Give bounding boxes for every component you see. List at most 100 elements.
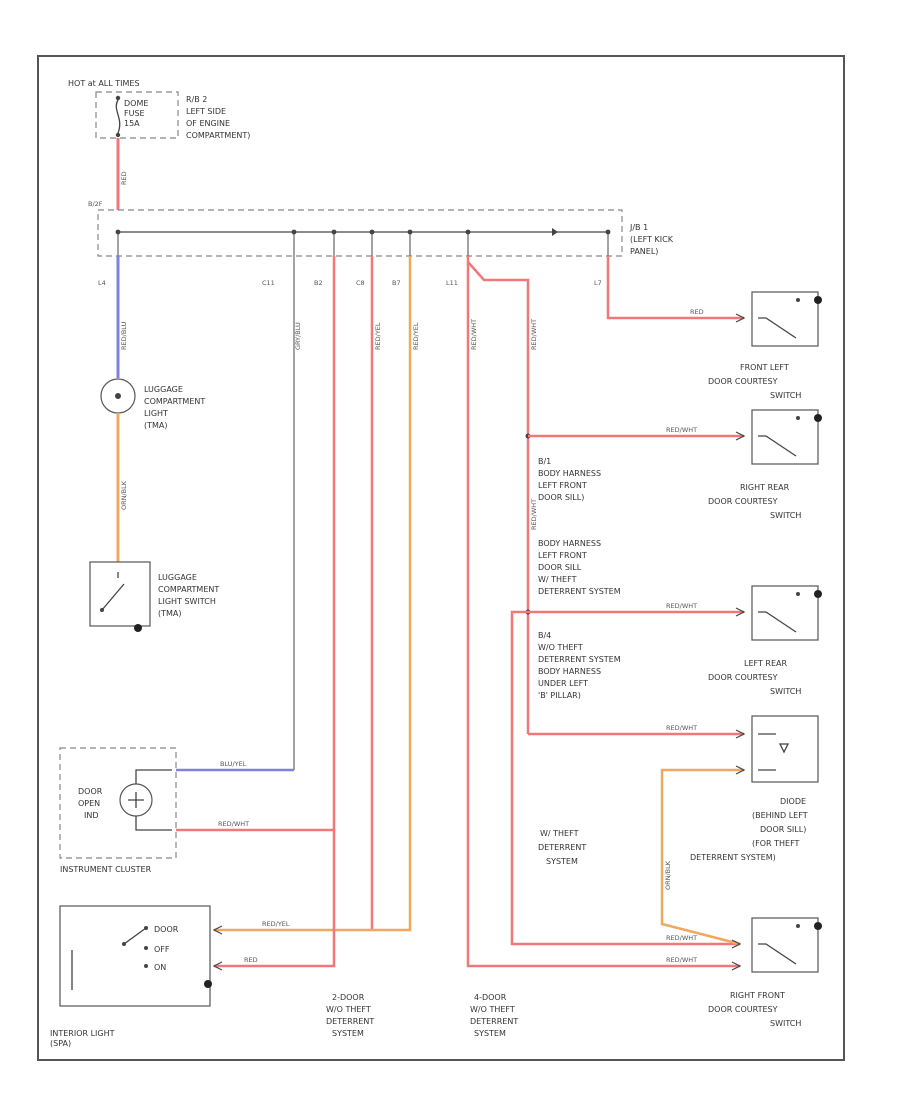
interior-light-code: (SPA) — [50, 1039, 71, 1048]
wire-label-redwht-rr: RED/WHT — [666, 426, 697, 434]
wire-label-redwht-indicator: RED/WHT — [218, 820, 249, 828]
connector-label-l4: L4 — [98, 279, 106, 287]
twodoor-label-4: SYSTEM — [332, 1029, 364, 1038]
luggage-switch-label-2: COMPARTMENT — [158, 585, 219, 594]
wire-label-redwht-rf2: RED/WHT — [666, 956, 697, 964]
luggage-light-label: LUGGAGE — [144, 385, 183, 394]
wire-theft-red — [510, 610, 740, 946]
wire-label-redwht-l11: RED/WHT — [470, 319, 478, 350]
right-rear-label-2: DOOR COURTESY — [708, 497, 778, 506]
front-left-label-2: DOOR COURTESY — [708, 377, 778, 386]
connector-label-b2: B2 — [314, 279, 323, 287]
wtheft-label: W/ THEFT — [540, 829, 579, 838]
wire-l11-jog-red — [467, 261, 530, 734]
relay-block-label-3: OF ENGINE — [186, 119, 230, 128]
wire-label-redwht-lr: RED/WHT — [666, 602, 697, 610]
wire-indicator-red — [176, 256, 336, 832]
body-harness-1-label: B/1 — [538, 457, 551, 466]
wire-front-left-red — [606, 256, 744, 320]
fuse-name-label: DOME — [124, 99, 148, 108]
body-harness-2-label-5: DETERRENT SYSTEM — [538, 587, 621, 596]
luggage-light-label-2: COMPARTMENT — [144, 397, 205, 406]
twodoor-label-2: W/O THEFT — [326, 1005, 371, 1014]
instrument-cluster-label: INSTRUMENT CLUSTER — [60, 865, 152, 874]
diagram-frame — [37, 55, 845, 1061]
left-rear-switch-icon — [758, 611, 797, 633]
body-harness-3-label: B/4 — [538, 631, 551, 640]
relay-block-label-4: COMPARTMENT) — [186, 131, 250, 140]
body-harness-2-label-3: DOOR SILL — [538, 563, 582, 572]
wire-label-red-on: RED — [244, 956, 258, 964]
interior-light-ground-icon — [204, 980, 212, 988]
wire-label-red-supply: RED — [120, 171, 128, 185]
connector-label-l7: L7 — [594, 279, 602, 287]
door-open-label-2: OPEN — [78, 799, 100, 808]
body-harness-2-label: BODY HARNESS — [538, 539, 601, 548]
wtheft-label-2: DETERRENT — [538, 843, 586, 852]
wire-label-redyel-c8: RED/YEL — [374, 322, 382, 350]
left-rear-label-2: DOOR COURTESY — [708, 673, 778, 682]
door-open-label: DOOR — [78, 787, 103, 796]
body-harness-1-label-4: DOOR SILL) — [538, 493, 584, 502]
luggage-switch-label: LUGGAGE — [158, 573, 197, 582]
wire-label-luggage-orange: ORN/BLK — [120, 480, 128, 510]
fourdoor-label-2: W/O THEFT — [470, 1005, 515, 1014]
luggage-switch-label-4: (TMA) — [158, 609, 182, 618]
body-harness-3-label-6: 'B' PILLAR) — [538, 691, 581, 700]
wire-label-redwht-diode: RED/WHT — [666, 724, 697, 732]
body-harness-3-label-3: DETERRENT SYSTEM — [538, 655, 621, 664]
fuse-icon — [115, 99, 121, 134]
fourdoor-label-4: SYSTEM — [474, 1029, 506, 1038]
body-harness-1-label-2: BODY HARNESS — [538, 469, 601, 478]
wire-label-redwht-mid: RED/WHT — [530, 499, 538, 530]
front-left-switch-icon — [758, 317, 797, 339]
right-front-switch-icon — [758, 943, 797, 965]
wtheft-label-3: SYSTEM — [546, 857, 578, 866]
front-left-switch-box — [751, 291, 819, 347]
front-left-ground-icon — [814, 296, 822, 304]
diode-label-2: (BEHIND LEFT — [752, 811, 808, 820]
connector-label-l11: L11 — [446, 279, 458, 287]
interior-light-box — [59, 905, 211, 1007]
left-rear-label: LEFT REAR — [744, 659, 787, 668]
right-rear-switch-box — [751, 409, 819, 465]
body-harness-3-label-2: W/O THEFT — [538, 643, 583, 652]
junction-terminals — [115, 229, 611, 235]
fuse-terminal-bottom — [115, 132, 121, 138]
right-front-label: RIGHT FRONT — [730, 991, 785, 1000]
wire-l11-red — [466, 256, 740, 968]
fourdoor-label: 4-DOOR — [474, 993, 507, 1002]
left-rear-switch-box — [751, 585, 819, 641]
luggage-switch-icon — [101, 572, 125, 611]
connector-label-c8: C8 — [356, 279, 365, 287]
wire-interior-door-orange — [214, 256, 412, 932]
diode-label: DIODE — [780, 797, 806, 806]
right-rear-switch-icon — [758, 435, 797, 457]
relay-block-outline — [95, 91, 179, 139]
luggage-light-label-3: LIGHT — [144, 409, 168, 418]
hot-at-all-times-label: HOT at ALL TIMES — [68, 79, 140, 88]
wire-label-orn-diode: ORN/BLK — [664, 860, 672, 890]
right-front-switch-box — [751, 917, 819, 973]
junction-bus-arrow — [552, 228, 558, 236]
interior-switch-door-label: DOOR — [154, 925, 179, 934]
body-harness-3-label-4: BODY HARNESS — [538, 667, 601, 676]
wire-diode-orange — [660, 768, 744, 946]
body-harness-3-label-5: UNDER LEFT — [538, 679, 588, 688]
junction-block-outline — [97, 209, 623, 257]
body-harness-1-label-3: LEFT FRONT — [538, 481, 587, 490]
fourdoor-label-3: DETERRENT — [470, 1017, 518, 1026]
fuse-rating-label: 15A — [124, 119, 140, 128]
fuse-name-label-2: FUSE — [124, 109, 145, 118]
connector-label-c11: C11 — [262, 279, 275, 287]
connector-label-b7: B7 — [392, 279, 401, 287]
junction-block-label-2: (LEFT KICK — [630, 235, 674, 244]
diode-icon — [758, 733, 790, 771]
wire-label-redyel-door: RED/YEL — [262, 920, 290, 928]
body-harness-2-label-4: W/ THEFT — [538, 575, 577, 584]
junction-drops — [117, 232, 609, 256]
wire-label-red-fl: RED — [690, 308, 704, 316]
right-front-ground-icon — [814, 922, 822, 930]
luggage-switch-label-3: LIGHT SWITCH — [158, 597, 216, 606]
